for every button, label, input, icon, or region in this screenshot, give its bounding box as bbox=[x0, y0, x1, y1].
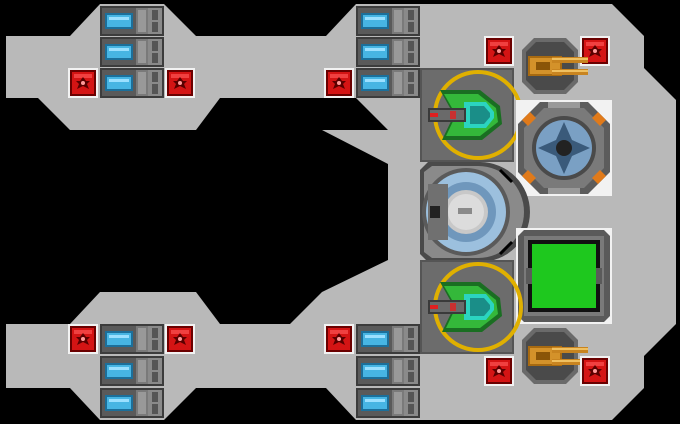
thruster-module[interactable] bbox=[100, 37, 164, 67]
explosive-module[interactable] bbox=[68, 68, 98, 98]
thruster-module[interactable] bbox=[100, 356, 164, 386]
explosive-module[interactable] bbox=[484, 36, 514, 66]
explosive-module[interactable] bbox=[165, 68, 195, 98]
explosive-module[interactable] bbox=[580, 356, 610, 386]
cockpit-module[interactable] bbox=[420, 162, 530, 262]
thruster-module[interactable] bbox=[356, 356, 420, 386]
explosive-module[interactable] bbox=[324, 324, 354, 354]
explosive-module[interactable] bbox=[324, 68, 354, 98]
reactor-module[interactable] bbox=[516, 100, 612, 196]
explosive-module[interactable] bbox=[484, 356, 514, 386]
explosive-module[interactable] bbox=[68, 324, 98, 354]
thruster-module[interactable] bbox=[100, 388, 164, 418]
thruster-module[interactable] bbox=[356, 68, 420, 98]
thruster-module[interactable] bbox=[100, 68, 164, 98]
cargo-bay-module[interactable] bbox=[516, 228, 612, 324]
thruster-module[interactable] bbox=[100, 6, 164, 36]
thruster-module[interactable] bbox=[100, 324, 164, 354]
thruster-module[interactable] bbox=[356, 324, 420, 354]
laser-turret-module[interactable] bbox=[418, 258, 523, 356]
explosive-module[interactable] bbox=[165, 324, 195, 354]
laser-turret-module[interactable] bbox=[418, 66, 523, 164]
thruster-module[interactable] bbox=[356, 388, 420, 418]
thruster-module[interactable] bbox=[356, 37, 420, 67]
thruster-module[interactable] bbox=[356, 6, 420, 36]
